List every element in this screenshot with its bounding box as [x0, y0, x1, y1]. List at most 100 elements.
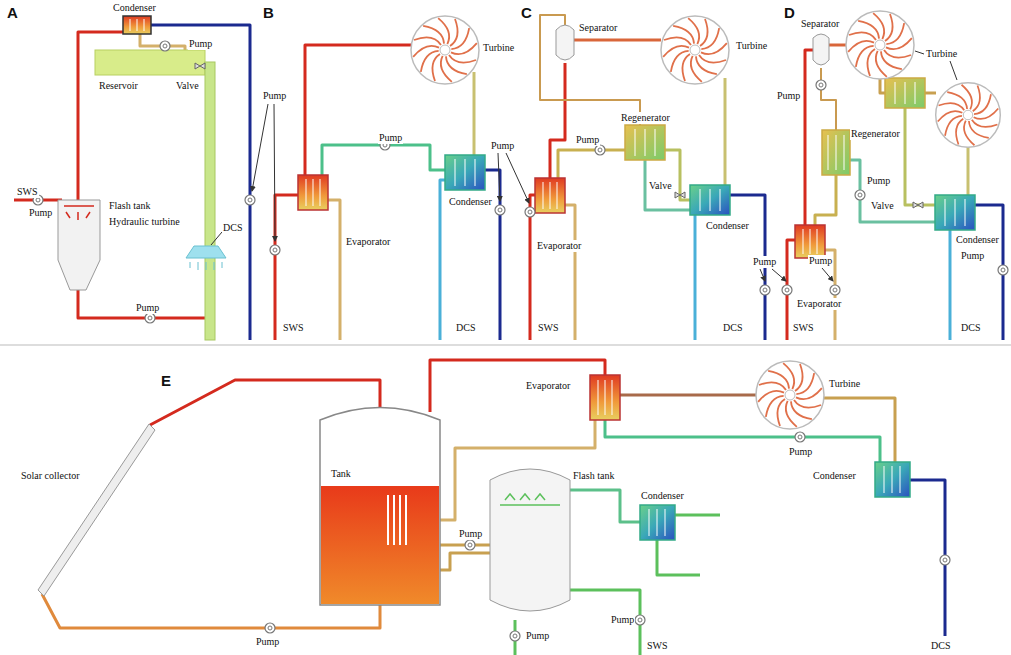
- pipes: [440, 180, 445, 340]
- pipes: [645, 160, 690, 210]
- component-label: Condenser: [112, 2, 157, 14]
- pipes: [967, 147, 970, 195]
- pipes: [540, 15, 640, 125]
- pipes: [824, 398, 895, 462]
- component-label: Condenser: [705, 220, 750, 232]
- pumps-valves: [33, 41, 1008, 641]
- component-label: Turbine: [925, 48, 958, 60]
- component-label: Condenser: [640, 490, 685, 502]
- component-label: DCS: [722, 322, 743, 334]
- component-label: Turbine: [482, 42, 515, 54]
- vessels: [813, 34, 829, 65]
- panel-letter: C: [520, 4, 533, 21]
- component-label: Pump: [255, 636, 280, 648]
- component-label: DCS: [222, 222, 243, 234]
- component-label: Pump: [752, 256, 777, 268]
- turbines: [661, 16, 729, 84]
- component-label: Condenser: [812, 470, 857, 482]
- vessels: [190, 262, 222, 270]
- pipes: [620, 394, 756, 397]
- pumps-valves: [525, 207, 535, 217]
- component-label: Pump: [378, 132, 403, 144]
- component-label: SWS: [792, 322, 815, 334]
- component-label: Pump: [262, 90, 287, 102]
- component-label: SWS: [646, 640, 669, 652]
- pumps-valves: [675, 192, 685, 198]
- vessels: [186, 246, 226, 258]
- leader-lines: [950, 61, 957, 80]
- component-label: Evaporator: [796, 298, 842, 310]
- pumps-valves: [940, 555, 950, 565]
- pipes: [14, 15, 1003, 655]
- pumps-valves: [270, 245, 280, 255]
- component-label: Regenerator: [850, 128, 901, 140]
- pumps-valves: [998, 265, 1008, 275]
- vessels: [490, 469, 570, 611]
- turbines: [411, 16, 479, 84]
- pumps-valves: [760, 285, 770, 295]
- component-label: DCS: [930, 640, 951, 652]
- component-label: SWS: [537, 322, 560, 334]
- component-label: Pump: [525, 630, 550, 642]
- pumps-valves: [145, 313, 155, 323]
- pipes: [949, 230, 952, 340]
- pumps-valves: [816, 80, 826, 90]
- pipes: [140, 34, 185, 52]
- component-label: Pump: [490, 140, 515, 152]
- component-label: Valve: [870, 200, 895, 212]
- component-label: Pump: [188, 38, 213, 50]
- pipes: [565, 205, 575, 340]
- pumps-valves: [495, 205, 505, 215]
- component-label: Condenser: [955, 234, 1000, 246]
- pipes: [558, 150, 625, 178]
- component-label: Evaporator: [525, 380, 571, 392]
- component-label: Pump: [788, 446, 813, 458]
- component-label: DCS: [455, 322, 476, 334]
- pipes: [570, 590, 640, 655]
- pipes: [430, 360, 605, 412]
- component-label: Separator: [800, 18, 840, 30]
- panel-divider: [0, 345, 1011, 346]
- component-label: Turbine: [828, 378, 861, 390]
- turbines: [411, 11, 1000, 429]
- pipes: [605, 420, 880, 462]
- leader-lines: [274, 104, 275, 241]
- component-label: SWS: [16, 186, 39, 198]
- component-label: SWS: [282, 322, 305, 334]
- component-label: Separator: [578, 22, 618, 34]
- component-label: Valve: [175, 80, 200, 92]
- pipes: [473, 72, 476, 155]
- component-label: Pump: [28, 207, 53, 219]
- component-label: Pump: [866, 175, 891, 187]
- component-label: Pump: [776, 90, 801, 102]
- component-label: Reservoir: [98, 80, 139, 92]
- pipes: [805, 50, 813, 225]
- pumps-valves: [782, 285, 792, 295]
- component-label: Pump: [610, 614, 635, 626]
- component-label: Pump: [960, 250, 985, 262]
- vessels: [58, 200, 100, 290]
- leader-lines: [211, 232, 222, 245]
- pipes: [665, 150, 690, 200]
- panel-letter: D: [783, 4, 796, 21]
- heat-exchangers: [130, 19, 965, 536]
- pipes: [675, 514, 720, 517]
- pumps-valves: [635, 615, 645, 625]
- pumps-valves: [795, 432, 805, 442]
- panel-letter: B: [262, 4, 275, 21]
- pipes: [821, 68, 836, 130]
- leader-lines: [915, 51, 924, 54]
- panel-letter: E: [160, 372, 172, 389]
- vessels: [38, 424, 155, 596]
- pumps-valves: [855, 190, 865, 200]
- pipes: [694, 215, 697, 340]
- component-label: Solar collector: [20, 470, 81, 482]
- component-label: Evaporator: [345, 236, 391, 248]
- leader-lines: [772, 269, 786, 281]
- vessels: [38, 25, 829, 611]
- pipes: [328, 200, 340, 340]
- component-label: Hydraulic turbine: [108, 216, 181, 228]
- leader-lines: [822, 268, 833, 281]
- turbines: [756, 361, 824, 429]
